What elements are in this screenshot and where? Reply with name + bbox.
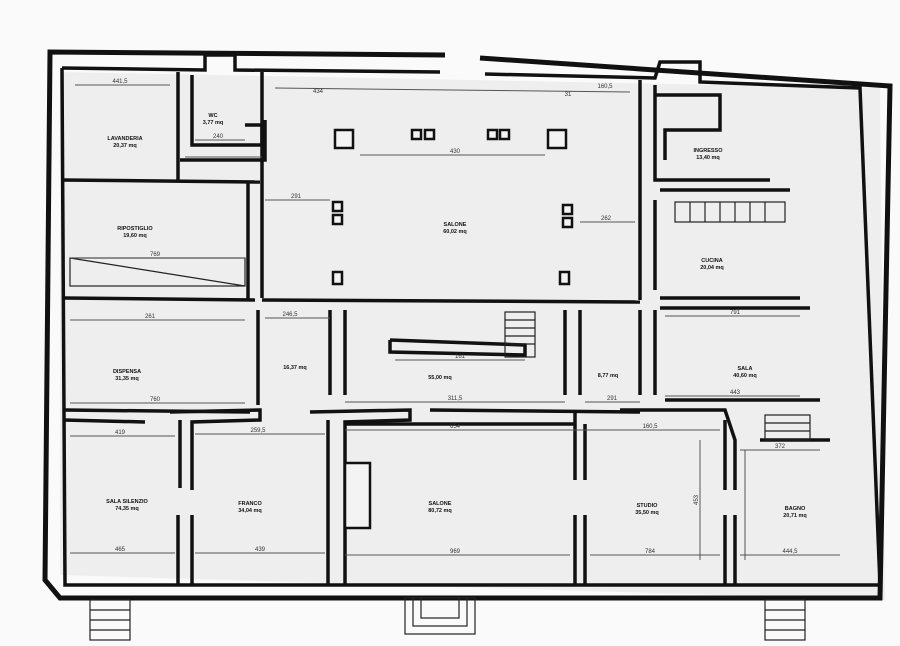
room-name: SALA SILENZIO [106, 499, 148, 505]
room-name: SALONE [429, 501, 452, 507]
room-name: FRANCO [238, 501, 262, 507]
room-area: 40,60 mq [733, 373, 757, 379]
dimension-label: 372 [775, 444, 786, 450]
dimension-label: 311,5 [448, 396, 463, 402]
dimension-label: 439 [255, 547, 266, 553]
room-area: 74,35 mq [115, 506, 139, 512]
dimension-label: 434 [313, 89, 324, 95]
dimension-label: 262 [601, 216, 612, 222]
dimension-label: 444,5 [782, 549, 798, 555]
room-area: 20,37 mq [113, 143, 137, 149]
dimension-label: 240 [213, 134, 224, 140]
room-labels: LAVANDERIA 20,37 mq WC 3,77 mq RIPOSTIGL… [106, 113, 807, 519]
room-name: LAVANDERIA [107, 136, 142, 142]
room-name: WC [208, 113, 217, 119]
dimension-label: 430 [450, 149, 461, 155]
room-area: 55,00 mq [428, 375, 452, 381]
room-name: CUCINA [701, 258, 722, 264]
room-area: 3,77 mq [203, 120, 223, 126]
dimension-lines [70, 84, 840, 560]
dimension-label: 419 [115, 430, 126, 436]
room-name: RIPOSTIGLIO [117, 226, 153, 232]
exterior-walls [42, 49, 893, 601]
room-area: 60,02 mq [443, 229, 467, 235]
room-area: 13,40 mq [696, 155, 720, 161]
dimension-label: 161 [455, 354, 466, 360]
dimension-label: 453 [694, 494, 700, 505]
dimension-label: 259,5 [250, 428, 266, 434]
room-name: STUDIO [637, 503, 659, 509]
dimension-label: 784 [645, 549, 656, 555]
room-name: INGRESSO [693, 148, 723, 154]
dimension-label: 291 [607, 396, 618, 402]
room-area: 20,04 mq [700, 265, 724, 271]
dimension-label: 160,5 [597, 84, 613, 90]
room-area: 34,04 mq [238, 508, 262, 514]
room-area: 80,72 mq [428, 508, 452, 514]
dimension-label: 291 [291, 194, 302, 200]
room-area: 16,37 mq [283, 365, 307, 371]
room-name: SALONE [444, 222, 467, 228]
room-area: 19,60 mq [123, 233, 147, 239]
dimension-label: 443 [730, 390, 741, 396]
room-area: 35,50 mq [635, 510, 659, 516]
dimension-label: 769 [150, 252, 161, 258]
dimension-label: 654 [450, 424, 461, 430]
dimension-label: 760 [150, 397, 161, 403]
pillars [331, 128, 574, 530]
dimension-label: 261 [145, 314, 156, 320]
room-area: 8,77 mq [598, 373, 618, 379]
dimension-label: 31 [565, 92, 572, 98]
room-area: 20,71 mq [783, 513, 807, 519]
dimension-label: 160,5 [642, 424, 658, 430]
room-fills [60, 72, 885, 600]
room-name: DISPENSA [113, 369, 141, 375]
dimension-label: 791 [730, 310, 741, 316]
stairs [69, 201, 811, 641]
dimension-label: 246,5 [282, 312, 298, 318]
room-name: BAGNO [785, 506, 806, 512]
room-name: SALA [738, 366, 753, 372]
dimension-label: 969 [450, 549, 461, 555]
dimension-label: 465 [115, 547, 126, 553]
room-area: 31,35 mq [115, 376, 139, 382]
dimension-labels: 441,5 240 261 434 31 160,5 430 291 262 7… [112, 79, 798, 555]
dimension-label: 441,5 [112, 79, 128, 85]
